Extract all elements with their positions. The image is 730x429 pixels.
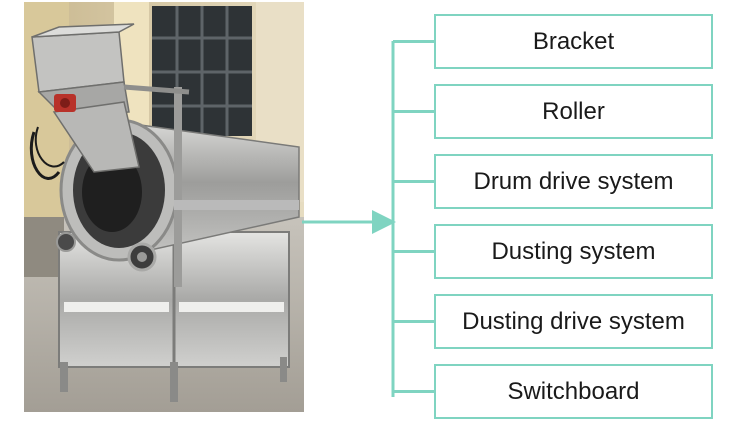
machine-illustration xyxy=(24,2,304,412)
component-box-drum-drive-system: Drum drive system xyxy=(434,154,713,209)
component-box-dusting-drive-system: Dusting drive system xyxy=(434,294,713,349)
component-box-dusting-system: Dusting system xyxy=(434,224,713,279)
component-label: Roller xyxy=(542,97,605,125)
component-box-switchboard: Switchboard xyxy=(434,364,713,419)
component-box-roller: Roller xyxy=(434,84,713,139)
component-label: Dusting drive system xyxy=(462,307,685,335)
component-label: Dusting system xyxy=(491,237,656,265)
component-label: Drum drive system xyxy=(473,167,674,195)
machine-photo xyxy=(24,2,304,412)
component-box-bracket: Bracket xyxy=(434,14,713,69)
connector-arrow-head xyxy=(372,210,396,234)
component-label: Bracket xyxy=(532,27,615,55)
connector-branches xyxy=(393,40,434,393)
component-label: Switchboard xyxy=(507,377,640,405)
